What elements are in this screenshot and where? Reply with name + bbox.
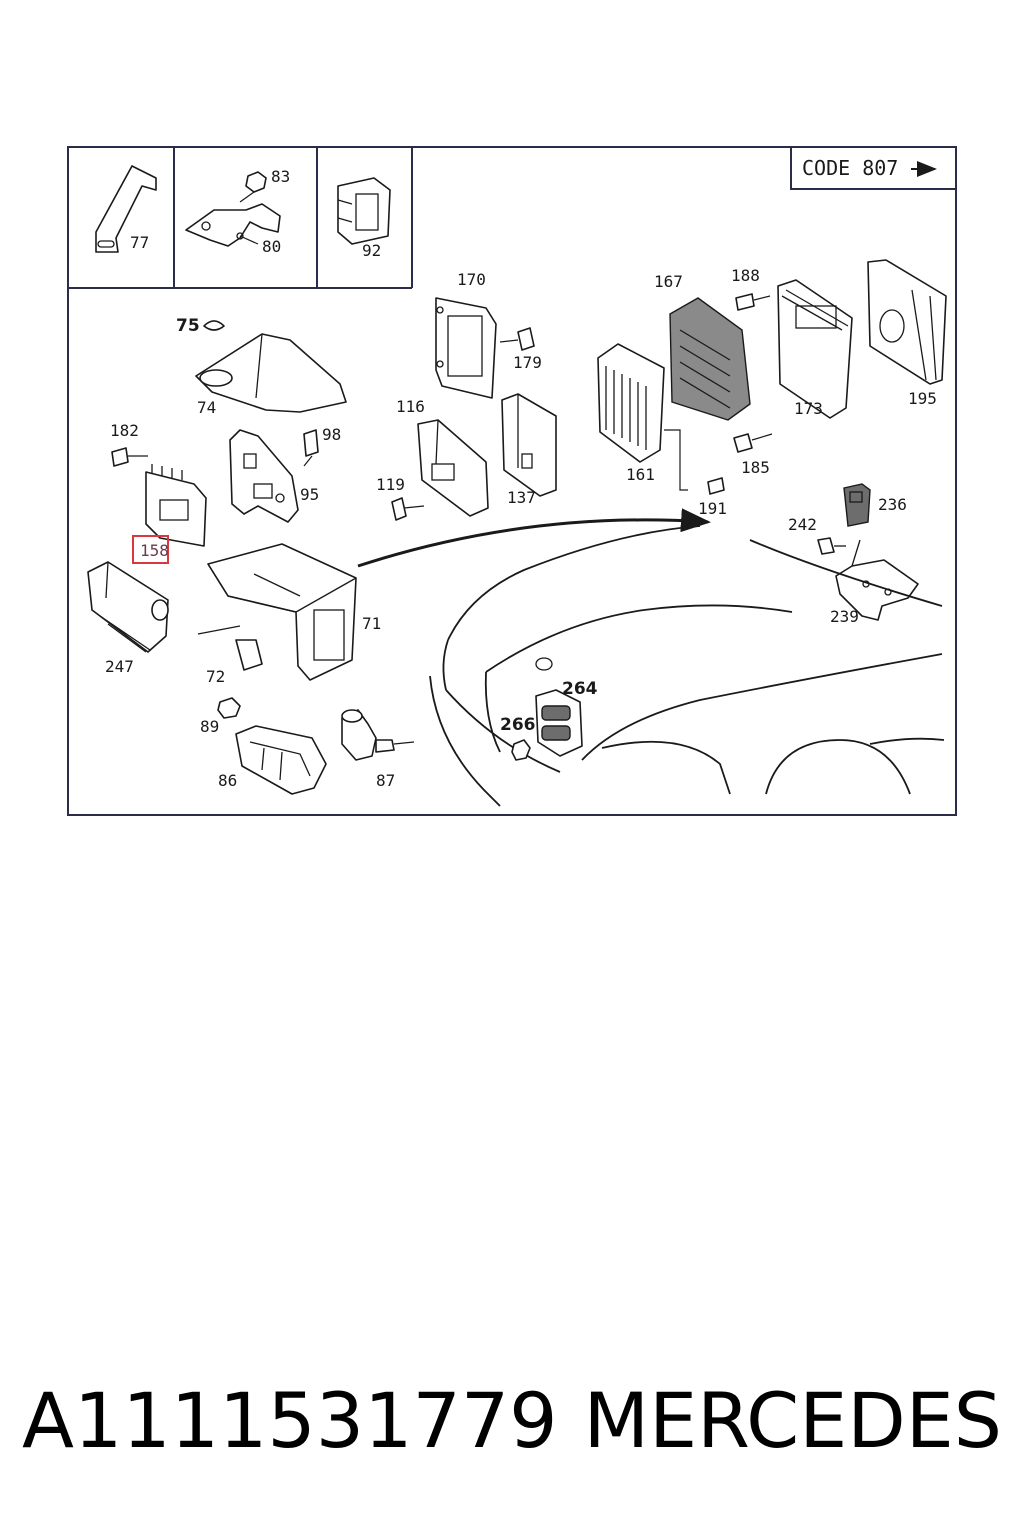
callout-137: 137 (507, 488, 536, 507)
part-195-bracket (867, 259, 947, 385)
part-74-cover (195, 320, 347, 413)
part-137-control-unit (501, 393, 557, 497)
part-92-grommet (337, 177, 391, 245)
callout-242: 242 (788, 515, 817, 534)
callout-72: 72 (206, 667, 225, 686)
callout-75: 75 (176, 316, 200, 336)
part-86-holder (217, 697, 327, 795)
part-80-bracket (185, 171, 281, 247)
callout-74: 74 (197, 398, 216, 417)
callout-89: 89 (200, 717, 219, 736)
part-116-control-unit (391, 419, 489, 521)
callout-195: 195 (908, 389, 937, 408)
part-71-housing (197, 543, 357, 681)
location-arrow (357, 508, 711, 568)
callout-83: 83 (271, 167, 290, 186)
part-173-control-unit (777, 279, 853, 419)
callout-264: 264 (562, 679, 598, 699)
part-247-module (87, 561, 169, 653)
code-label: CODE 807 (802, 156, 898, 180)
callout-87: 87 (376, 771, 395, 790)
callout-158: 158 (140, 541, 169, 560)
callout-191: 191 (698, 499, 727, 518)
diagram-frame (67, 146, 957, 816)
part-161-control-unit (597, 343, 688, 491)
footer-caption: A1111531779 MERCEDES (0, 1370, 1024, 1470)
part-167-control-unit (669, 293, 773, 495)
callout-119: 119 (376, 475, 405, 494)
callout-98: 98 (322, 425, 341, 444)
part-264-switch (511, 689, 583, 761)
callout-179: 179 (513, 353, 542, 372)
callout-80: 80 (262, 237, 281, 256)
part-236-relay (843, 483, 871, 527)
callout-167: 167 (654, 272, 683, 291)
callout-188: 188 (731, 266, 760, 285)
part-170-control-unit (435, 297, 535, 399)
callout-170: 170 (457, 270, 486, 289)
part-158-control-unit (111, 447, 207, 547)
code-box: CODE 807 (790, 146, 957, 190)
callout-185: 185 (741, 458, 770, 477)
car-outline (429, 525, 945, 807)
callout-182: 182 (110, 421, 139, 440)
callout-161: 161 (626, 465, 655, 484)
part-242-bolt (817, 537, 846, 555)
highlight-box-158 (132, 535, 169, 564)
callout-173: 173 (794, 399, 823, 418)
callout-239: 239 (830, 607, 859, 626)
callout-95: 95 (300, 485, 319, 504)
part-77-bracket (95, 165, 157, 253)
callout-236: 236 (878, 495, 907, 514)
callout-77: 77 (130, 233, 149, 252)
callout-86: 86 (218, 771, 237, 790)
part-95-bracket (229, 429, 319, 523)
callout-92: 92 (362, 241, 381, 260)
callout-247: 247 (105, 657, 134, 676)
part-87-pump (341, 709, 415, 761)
part-number: A1111531779 (22, 1375, 558, 1465)
callout-71: 71 (362, 614, 381, 633)
callout-116: 116 (396, 397, 425, 416)
brand-name: MERCEDES (583, 1375, 1002, 1465)
callout-266: 266 (500, 715, 536, 735)
